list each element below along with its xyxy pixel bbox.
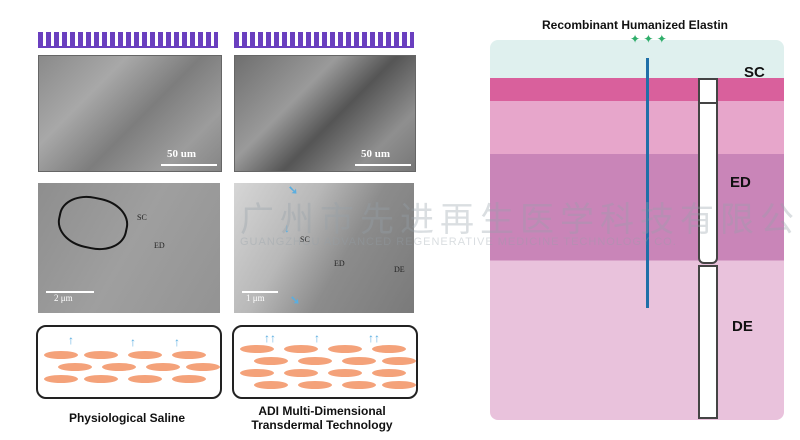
ed-label: ED: [154, 241, 165, 250]
schematic-adi: ↑↑ ↑ ↑↑: [232, 325, 418, 399]
caption-adi: ADI Multi-Dimensional Transdermal Techno…: [222, 404, 422, 432]
elastin-star-icon: ✦ ✦ ✦: [630, 32, 667, 46]
cell-outline: [53, 190, 133, 256]
schematic-saline: ↑ ↑ ↑: [36, 325, 222, 399]
de-arrow: [698, 265, 718, 419]
scale-bar: [242, 291, 278, 293]
caption-adi-line2: Transdermal Technology: [251, 418, 393, 432]
elastin-icon-strip-1: [38, 32, 218, 48]
up-arrow-icon: ↑: [314, 331, 320, 345]
elastin-penetration-line: [646, 58, 649, 308]
tem-image-adi: SC ED DE ➘ ↓ ➘ 1 μm: [234, 183, 414, 313]
caption-adi-line1: ADI Multi-Dimensional: [258, 404, 386, 418]
penetration-arrow-icon: ↓: [284, 221, 290, 235]
sem-image-saline: 50 um: [38, 55, 222, 172]
histology-title: Recombinant Humanized Elastin: [541, 18, 729, 32]
sc-label: SC: [300, 235, 310, 244]
up-arrow-icon: ↑: [174, 335, 180, 349]
scale-bar-label: 50 um: [167, 148, 197, 160]
watermark-en: GUANGZHOU ADVANCED REGENERATIVE MEDICINE…: [240, 236, 677, 248]
scale-bar: [46, 291, 94, 293]
sc-layer-label: SC: [744, 64, 765, 81]
de-label: DE: [394, 265, 405, 274]
tem-image-saline: SC ED 2 μm: [38, 183, 220, 313]
sem-image-adi: 50 um: [234, 55, 416, 172]
scale-bar: [161, 164, 217, 166]
ed-label: ED: [334, 259, 345, 268]
scale-bar-label: 50 um: [361, 148, 391, 160]
penetration-arrow-icon: ➘: [290, 293, 301, 307]
histology-image: ✦ ✦ ✦: [490, 32, 784, 420]
scale-bar: [355, 164, 411, 166]
penetration-arrow-icon: ➘: [288, 183, 299, 197]
scale-bar-label: 2 μm: [54, 293, 73, 303]
caption-saline: Physiological Saline: [68, 411, 186, 425]
sc-label: SC: [137, 213, 147, 222]
de-layer-label: DE: [732, 318, 753, 335]
sc-double-arrow: [698, 78, 718, 104]
up-arrow-icon: ↑↑: [368, 331, 380, 345]
scale-bar-label: 1 μm: [246, 293, 265, 303]
ed-layer-label: ED: [730, 174, 751, 191]
elastin-icon-strip-2: [234, 32, 414, 48]
up-arrow-icon: ↑↑: [264, 331, 276, 345]
watermark-cn: 广州市先进再生医学科技有限公司: [240, 201, 800, 239]
up-arrow-icon: ↑: [68, 333, 74, 347]
up-arrow-icon: ↑: [130, 335, 136, 349]
